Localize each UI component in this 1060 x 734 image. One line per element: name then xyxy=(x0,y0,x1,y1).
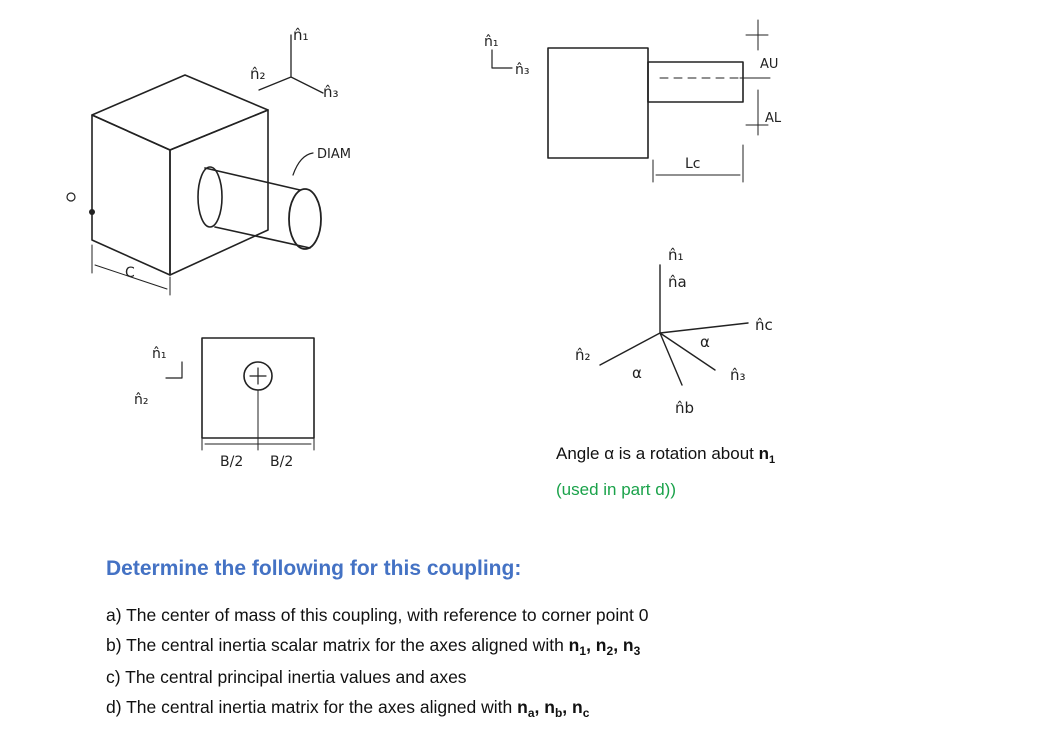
task-a: a) The center of mass of this coupling, … xyxy=(106,605,649,625)
side-n1-label: n̂₁ xyxy=(484,34,499,50)
lc-label: Lc xyxy=(685,156,701,172)
rotation-axes-sketch: n̂₁ n̂a n̂c n̂₂ n̂₃ n̂b α α xyxy=(575,246,773,417)
rot-n2-label: n̂₂ xyxy=(575,346,591,364)
shaft xyxy=(204,167,311,249)
side-n3-label: n̂₃ xyxy=(515,62,530,78)
au-al-dims xyxy=(739,19,771,136)
al-label: AL xyxy=(765,111,782,126)
iso-n1-label: n̂₁ xyxy=(293,26,309,44)
cube-front-face xyxy=(91,114,171,276)
lc-dim xyxy=(652,144,744,183)
side-triad xyxy=(491,49,513,69)
isometric-sketch: DIAM n̂₁ n̂₂ n̂₃ C xyxy=(66,26,351,296)
rot-nb-label: n̂b xyxy=(675,399,694,417)
b-dims xyxy=(201,389,315,451)
front-cross xyxy=(249,367,267,385)
rot-axes xyxy=(599,264,749,386)
half-b-right-label: B/2 xyxy=(270,454,293,470)
rot-nc-label: n̂c xyxy=(755,316,773,334)
rot-na-label: n̂a xyxy=(668,273,687,291)
c-label: C xyxy=(125,265,135,281)
body-rect xyxy=(547,47,649,159)
front-n2-label: n̂₂ xyxy=(134,392,149,408)
used-in-part-d-note: (used in part d)) xyxy=(556,480,676,499)
rot-n3-label: n̂₃ xyxy=(730,366,746,384)
task-c: c) The central principal inertia values … xyxy=(106,667,467,687)
front-view-sketch: B/2 B/2 n̂₁ n̂₂ xyxy=(134,337,315,470)
origin-marker xyxy=(66,192,76,202)
c-dimension xyxy=(91,244,171,296)
cube-top-face xyxy=(91,74,269,151)
front-triad xyxy=(165,361,183,379)
iso-triad xyxy=(258,34,324,94)
rot-n1-label: n̂₁ xyxy=(668,246,684,264)
diam-label: DIAM xyxy=(317,147,351,162)
task-heading: Determine the following for this couplin… xyxy=(106,557,522,580)
cube-side-face xyxy=(169,109,269,276)
iso-n2-label: n̂₂ xyxy=(250,65,266,83)
half-b-left-label: B/2 xyxy=(220,454,243,470)
shaft-rect xyxy=(647,61,744,103)
front-n1-label: n̂₁ xyxy=(152,346,167,362)
task-d: d) The central inertia matrix for the ax… xyxy=(106,697,590,720)
diam-leader xyxy=(292,152,314,176)
iso-n3-label: n̂₃ xyxy=(323,83,339,101)
side-view-sketch: AU AL Lc n̂₁ n̂₃ xyxy=(484,19,782,183)
alpha-label-1: α xyxy=(700,333,710,351)
task-b: b) The central inertia scalar matrix for… xyxy=(106,635,641,658)
shaft-base xyxy=(197,166,223,228)
alpha-label-2: α xyxy=(632,364,642,382)
task-list: a) The center of mass of this coupling, … xyxy=(106,600,648,724)
rotation-caption: Angle α is a rotation about n1 xyxy=(556,444,776,466)
au-label: AU xyxy=(760,57,778,72)
shaft-end xyxy=(288,188,322,250)
origin-dot xyxy=(89,209,95,215)
